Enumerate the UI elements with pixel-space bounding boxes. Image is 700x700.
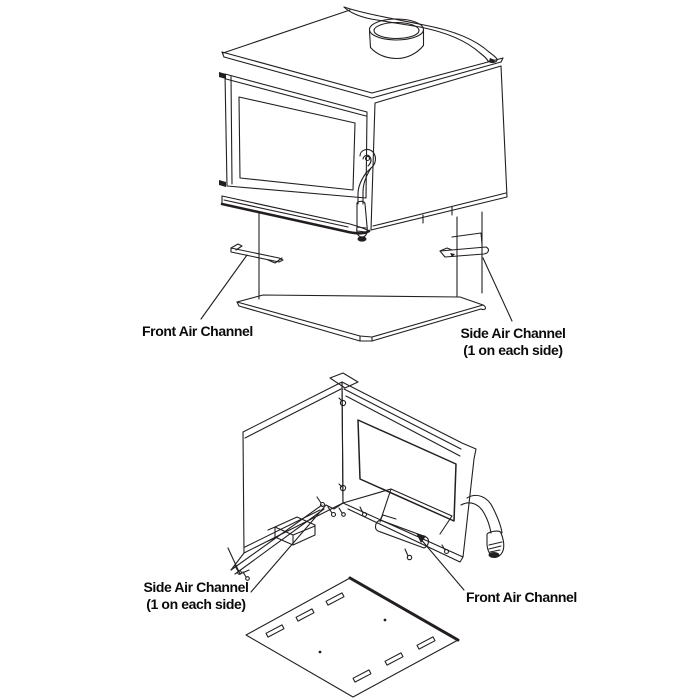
- side-air-channel-part: [267, 516, 316, 546]
- screws: [234, 496, 450, 581]
- flue-heat-shield: [343, 6, 498, 64]
- top-plate: [221, 9, 504, 99]
- side-air-channel-label-top-line2: (1 on each side): [463, 342, 563, 358]
- bottom-view-figure: [227, 372, 505, 698]
- flue-collar: [368, 18, 425, 60]
- bottom-assembly: [227, 488, 464, 575]
- bottom-plate: [245, 576, 460, 698]
- side-air-channel-label-top: Side Air Channel (1 on each side): [460, 325, 566, 359]
- side-air-channel-label-bottom-line1: Side Air Channel: [143, 579, 249, 595]
- door-window-bottom-figure: [357, 419, 457, 522]
- door-handle-bottom-figure: [460, 494, 505, 558]
- bottom-plate-slots: [265, 592, 436, 683]
- stove-body: [219, 58, 508, 231]
- front-air-channel-label-bottom: Front Air Channel: [466, 589, 577, 605]
- side-air-channel-bracket: [439, 232, 489, 258]
- front-air-channel-leader-bottom: [416, 533, 465, 591]
- door-handle: [356, 148, 376, 242]
- side-air-channel-leader-bottom: [250, 504, 327, 593]
- front-air-channel-bracket: [230, 243, 284, 264]
- side-air-channel-label-bottom: Side Air Channel (1 on each side): [143, 579, 249, 613]
- ash-lip: [220, 195, 371, 235]
- pedestal: [236, 211, 486, 342]
- front-air-channel-leader-top: [200, 254, 248, 320]
- side-air-channel-leader-top: [482, 257, 513, 322]
- front-air-channel-label-top: Front Air Channel: [142, 323, 253, 339]
- front-air-channel-part: [375, 514, 429, 549]
- assembled-stove-figure: [200, 6, 513, 342]
- pedestal-base: [236, 294, 486, 342]
- side-air-channel-label-top-line1: Side Air Channel: [460, 325, 566, 341]
- ridge-bolts: [338, 397, 347, 492]
- door-window: [238, 96, 356, 191]
- side-air-channel-label-bottom-line2: (1 on each side): [146, 596, 246, 612]
